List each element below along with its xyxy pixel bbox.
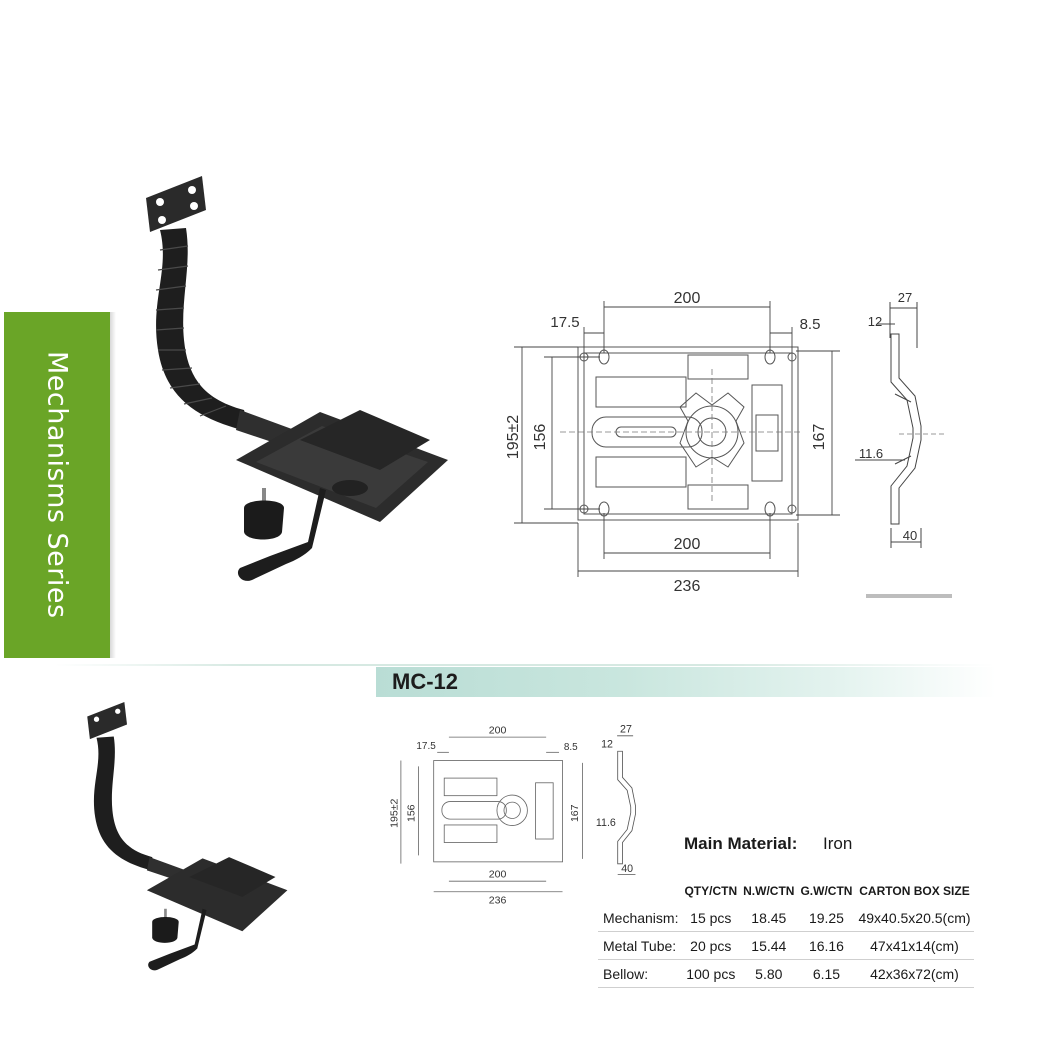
drawing-side-view-large: 27 12 11.6 40: [855, 290, 945, 548]
section-divider: [55, 664, 995, 666]
cell-carton: 47x41x14(cm): [855, 931, 974, 960]
dim-right-offset: 8.5: [800, 316, 821, 333]
cell-qty: 20 pcs: [681, 931, 741, 960]
divider-bar: [866, 594, 952, 598]
spec-table-header: QTY/CTN N.W/CTN G.W/CTN CARTON BOX SIZE: [598, 878, 974, 904]
cell-gw: 19.25: [797, 904, 856, 932]
side-band: [4, 312, 110, 658]
model-banner: [376, 667, 996, 697]
table-row: Mechanism: 15 pcs 18.45 19.25 49x40.5x20…: [598, 904, 974, 932]
dim-left-offset-small: 17.5: [416, 741, 436, 752]
row-label: Metal Tube:: [598, 931, 682, 960]
dim-overall-height-small: 195±2: [388, 799, 400, 828]
side-band-shadow: [110, 312, 116, 658]
dim-bottom-width: 200: [674, 536, 701, 553]
cell-nw: 18.45: [740, 904, 798, 932]
product-image-small: [87, 701, 288, 971]
row-label: Bellow:: [598, 959, 682, 988]
material-value: Iron: [823, 834, 853, 853]
drawing-side-view-small: 27 12 11.6 40: [596, 724, 636, 875]
dim-side-upper-small: 12: [601, 739, 613, 751]
cell-carton: 42x36x72(cm): [855, 959, 974, 988]
dim-hole-height: 156: [532, 424, 549, 451]
side-title: Mechanisms Series: [4, 312, 110, 658]
drawing-top-view-large: 200 17.5 8.5 195±2 156 167 200 236: [505, 290, 840, 595]
dim-overall-height: 195±2: [505, 415, 522, 459]
spec-table: QTY/CTN N.W/CTN G.W/CTN CARTON BOX SIZE …: [598, 878, 974, 988]
cell-qty: 100 pcs: [681, 959, 741, 988]
dim-side-bottom-small: 40: [621, 863, 633, 875]
dim-side-upper: 12: [868, 314, 882, 329]
table-row: Metal Tube: 20 pcs 15.44 16.16 47x41x14(…: [598, 931, 974, 960]
spec-header-nw: N.W/CTN: [743, 884, 795, 898]
row-label: Mechanism:: [598, 904, 682, 932]
dim-side-mid: 11.6: [859, 446, 883, 461]
cell-gw: 16.16: [797, 931, 856, 960]
spec-header-carton: CARTON BOX SIZE: [859, 884, 970, 898]
drawing-top-view-small: 200 17.5 8.5 195±2 156 167 200 236: [388, 725, 583, 906]
cell-nw: 15.44: [740, 931, 798, 960]
side-title-text: Mechanisms Series: [41, 351, 73, 619]
model-title: MC-12: [392, 669, 459, 694]
cell-nw: 5.80: [740, 959, 798, 988]
dim-overall-width-small: 236: [489, 894, 507, 906]
table-row: Bellow: 100 pcs 5.80 6.15 42x36x72(cm): [598, 959, 974, 988]
dim-overall-width: 236: [674, 578, 701, 595]
dim-side-bottom: 40: [903, 528, 917, 543]
product-image-large: [146, 176, 448, 581]
dim-side-mid-small: 11.6: [596, 817, 616, 829]
dim-side-top-small: 27: [620, 724, 632, 735]
dim-right-height-small: 167: [569, 804, 581, 822]
dim-hole-height-small: 156: [405, 804, 417, 822]
cell-carton: 49x40.5x20.5(cm): [855, 904, 974, 932]
dim-bottom-width-small: 200: [489, 869, 507, 881]
spec-header-qty: QTY/CTN: [684, 884, 738, 898]
dim-top-width-small: 200: [489, 725, 507, 737]
dim-right-height: 167: [811, 424, 828, 451]
spec-header-blank: [598, 878, 681, 904]
dim-side-top: 27: [898, 290, 912, 305]
material-label: Main Material:: [684, 834, 798, 853]
spec-header-gw: G.W/CTN: [800, 884, 853, 898]
dim-top-width: 200: [674, 290, 701, 307]
dim-left-offset: 17.5: [550, 314, 579, 331]
dim-right-offset-small: 8.5: [564, 742, 578, 753]
cell-gw: 6.15: [797, 959, 856, 988]
cell-qty: 15 pcs: [681, 904, 741, 932]
